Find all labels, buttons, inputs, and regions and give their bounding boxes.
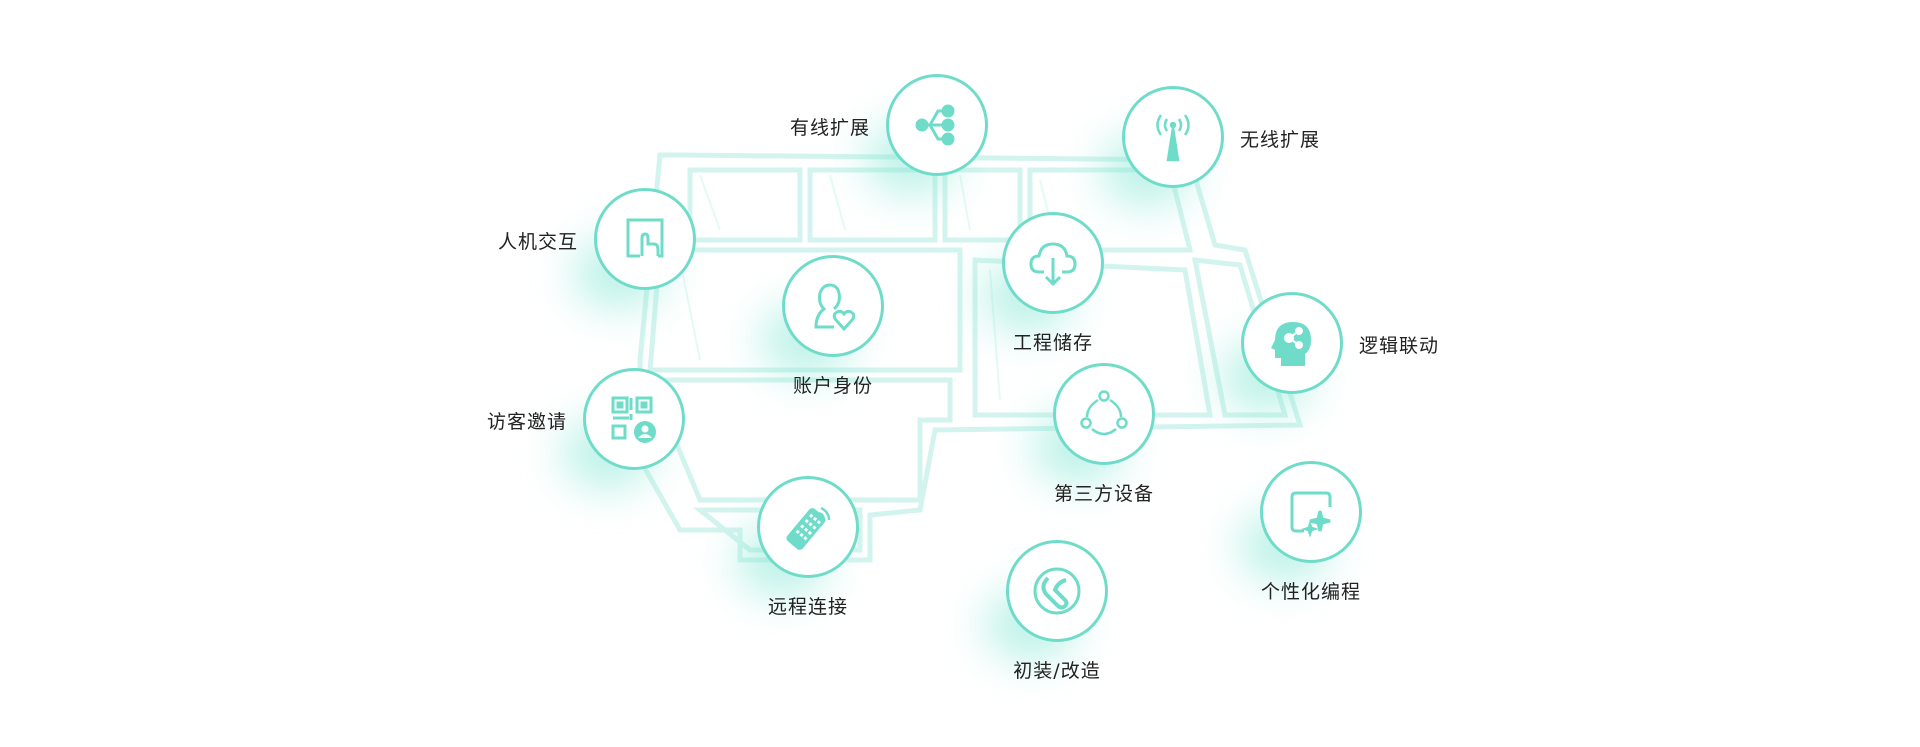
feature-button[interactable] xyxy=(583,368,685,470)
feature-label: 人机交互 xyxy=(497,231,578,253)
head-brain-icon xyxy=(1271,322,1311,366)
touch-screen-icon xyxy=(626,218,664,258)
feature-visitor-invitation[interactable]: 访客邀请 xyxy=(487,368,685,488)
feature-wired-extension[interactable]: 有线扩展 xyxy=(790,74,988,194)
sparkle-frame-icon xyxy=(1290,491,1332,538)
feature-button[interactable] xyxy=(594,188,696,290)
feature-custom-programming[interactable]: 个性化编程 xyxy=(1240,461,1362,603)
remote-control-icon xyxy=(786,506,831,550)
feature-logic-linkage[interactable]: 逻辑联动 xyxy=(1221,292,1438,412)
feature-wireless-extension[interactable]: 无线扩展 xyxy=(1102,86,1319,206)
feature-button[interactable] xyxy=(1122,86,1224,188)
feature-button[interactable] xyxy=(757,476,859,578)
feature-label: 有线扩展 xyxy=(789,117,870,139)
feature-third-party-devices[interactable]: 第三方设备 xyxy=(1033,363,1155,505)
feature-label: 账户身份 xyxy=(792,375,874,397)
share-nodes-icon xyxy=(915,104,955,146)
feature-label: 第三方设备 xyxy=(1053,483,1155,505)
feature-button[interactable] xyxy=(1260,461,1362,563)
feature-project-storage[interactable]: 工程储存 xyxy=(982,212,1104,354)
feature-button[interactable] xyxy=(782,255,884,357)
feature-install-renovate[interactable]: 初装/改造 xyxy=(986,540,1108,682)
feature-label: 工程储存 xyxy=(1012,332,1094,354)
circle-nodes-icon xyxy=(1080,390,1128,436)
cloud-download-icon xyxy=(1029,242,1077,287)
feature-button[interactable] xyxy=(1053,363,1155,465)
feature-account-identity[interactable]: 账户身份 xyxy=(762,255,884,397)
feature-button[interactable] xyxy=(1241,292,1343,394)
feature-label: 初装/改造 xyxy=(1013,660,1101,682)
feature-button[interactable] xyxy=(1002,212,1104,314)
user-heart-icon xyxy=(814,283,856,332)
feature-remote-connection[interactable]: 远程连接 xyxy=(737,476,859,618)
antenna-icon xyxy=(1156,114,1190,162)
feature-label: 逻辑联动 xyxy=(1359,335,1440,357)
feature-label: 个性化编程 xyxy=(1260,581,1362,603)
wrench-circle-icon xyxy=(1033,567,1081,615)
feature-button[interactable] xyxy=(1006,540,1108,642)
qr-code-user-icon xyxy=(611,396,656,443)
feature-label: 无线扩展 xyxy=(1240,129,1321,151)
feature-label: 远程连接 xyxy=(767,596,849,618)
feature-button[interactable] xyxy=(886,74,988,176)
feature-label: 访客邀请 xyxy=(486,411,567,433)
feature-human-machine-interaction[interactable]: 人机交互 xyxy=(498,188,696,308)
